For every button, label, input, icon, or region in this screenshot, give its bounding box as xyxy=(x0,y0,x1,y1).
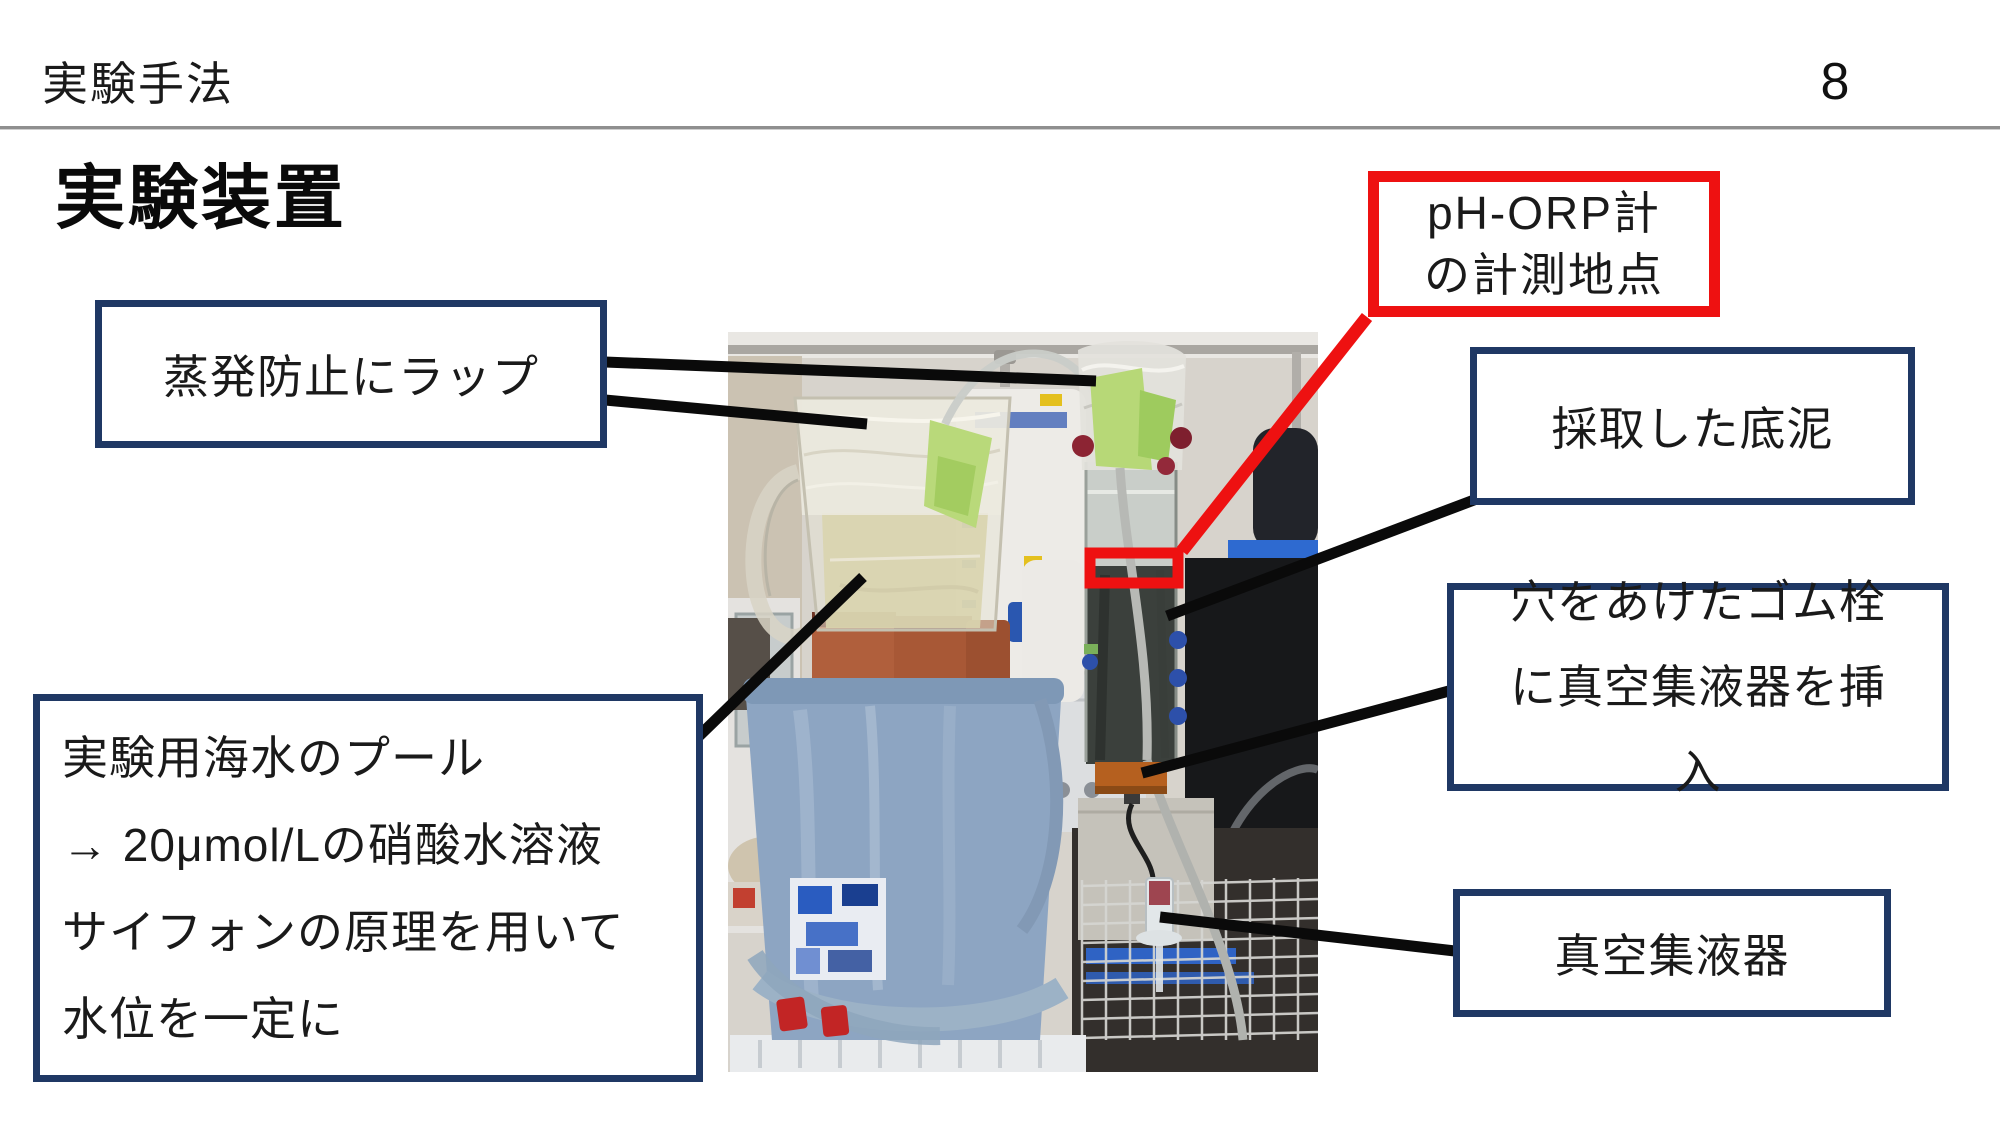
header-divider xyxy=(0,126,2000,130)
callout-vacuum-collector: 真空集液器 xyxy=(1453,889,1891,1017)
red-cap xyxy=(1170,427,1192,449)
bucket-sticker xyxy=(790,878,886,980)
green-tape-column xyxy=(1090,368,1152,470)
bucket-handle xyxy=(1016,697,1064,934)
callout-seawater-pool-line2: → 20μmol/Lの硝酸水溶液 xyxy=(62,819,603,871)
callout-rubber-stopper: 穴をあけたゴム栓 に真空集液器を挿 入 xyxy=(1447,576,1949,798)
callout-sediment-label: 採取した底泥 xyxy=(1551,403,1834,455)
blue-clip xyxy=(1169,631,1187,649)
callout-seawater-pool: 実験用海水のプール → 20μmol/Lの硝酸水溶液 サイフォンの原理を用いて … xyxy=(33,694,703,1082)
callout-ph-orp-line2: の計測地点 xyxy=(1424,249,1664,301)
callout-vacuum-collector-label: 真空集液器 xyxy=(1554,930,1790,982)
red-cap xyxy=(1072,435,1094,457)
callout-wrap: 蒸発防止にラップ xyxy=(95,300,607,448)
black-bag xyxy=(1253,428,1318,550)
page-number: 8 xyxy=(1820,53,1850,111)
page-title: 実験装置 xyxy=(55,159,347,237)
person-lab-coat xyxy=(1022,560,1084,702)
callout-rubber-stopper-line3: 入 xyxy=(1674,745,1722,798)
callout-ph-orp: pH-ORP計 の計測地点 xyxy=(1368,171,1720,317)
apparatus-photo xyxy=(728,332,1318,1072)
blue-clip xyxy=(1082,654,1098,670)
callout-seawater-pool-line1: 実験用海水のプール xyxy=(62,732,485,784)
blue-clip xyxy=(1169,707,1187,725)
collector-tube xyxy=(1126,802,1156,879)
blue-clip xyxy=(1169,669,1187,687)
slide-header-title: 実験手法 xyxy=(42,58,234,110)
callout-rubber-stopper-line2: に真空集液器を挿 xyxy=(1510,660,1886,713)
callout-rubber-stopper-line1: 穴をあけたゴム栓 xyxy=(1510,575,1886,628)
callout-sediment: 採取した底泥 xyxy=(1470,347,1915,505)
jug-water xyxy=(822,513,988,628)
wire-rack xyxy=(1080,878,1318,1040)
callout-ph-orp-line1: pH-ORP計 xyxy=(1427,187,1661,239)
callout-wrap-label: 蒸発防止にラップ xyxy=(163,351,539,403)
blue-bucket xyxy=(743,678,1069,1046)
sediment-column xyxy=(1072,340,1248,1041)
callout-seawater-pool-line3: サイフォンの原理を用いて xyxy=(62,906,625,958)
hose-coil xyxy=(747,949,1069,1046)
callout-seawater-pool-line4: 水位を一定に xyxy=(62,993,344,1045)
